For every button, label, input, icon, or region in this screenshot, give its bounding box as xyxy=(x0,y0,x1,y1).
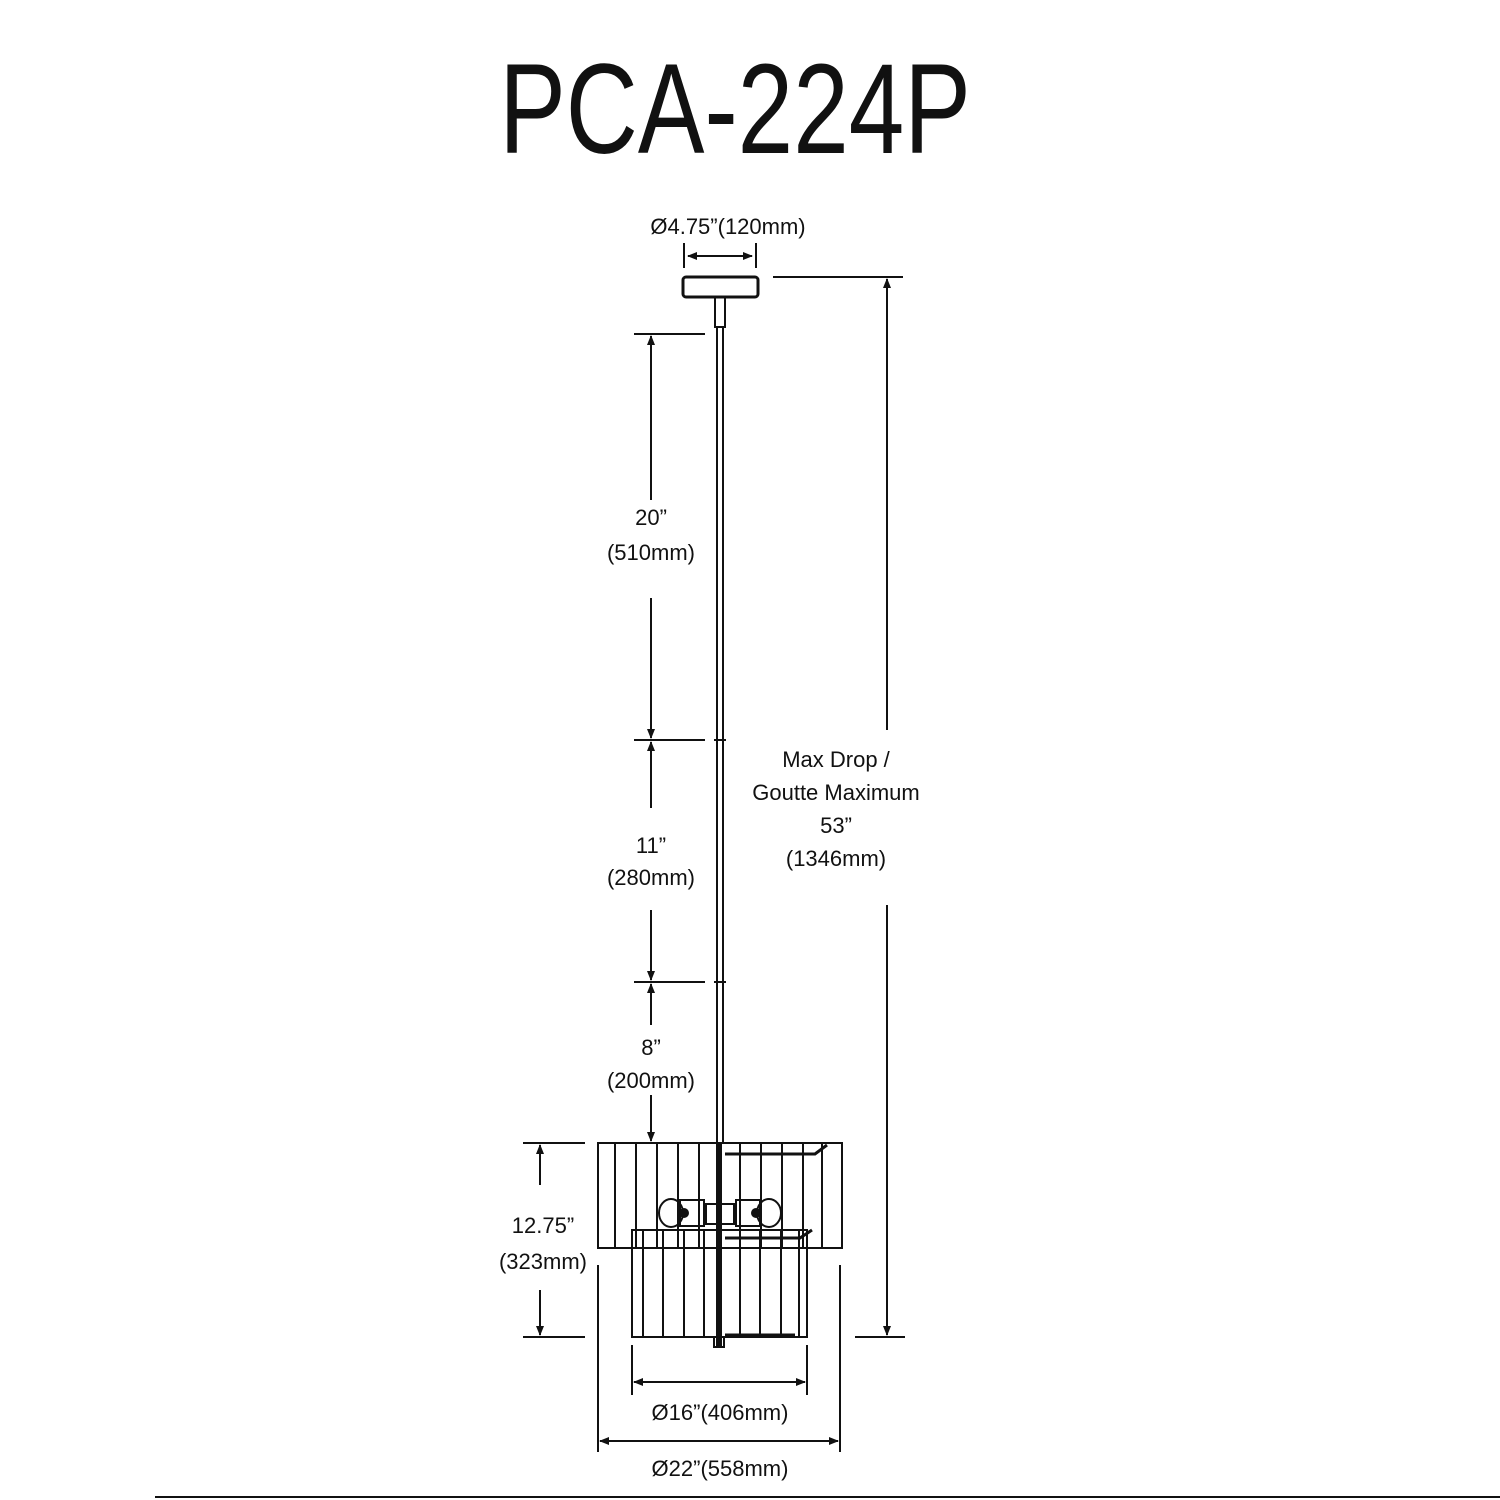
canopy-diameter-label: Ø4.75”(120mm) xyxy=(650,214,805,239)
rod1-mm: (510mm) xyxy=(607,540,695,565)
rod3-mm: (200mm) xyxy=(607,1068,695,1093)
max-drop-label-2: Goutte Maximum xyxy=(752,780,920,805)
shade xyxy=(597,1142,843,1348)
height-mm: (323mm) xyxy=(499,1249,587,1274)
height-inches: 12.75” xyxy=(512,1213,574,1238)
rod-dimensions xyxy=(634,333,705,1142)
stem xyxy=(714,327,726,1143)
max-drop-dimension xyxy=(773,276,905,1338)
model-title: PCA-224P xyxy=(499,38,971,181)
canopy xyxy=(681,275,760,328)
diameter-dimensions xyxy=(597,1265,841,1452)
max-drop-mm: (1346mm) xyxy=(786,846,886,871)
max-drop-inches: 53” xyxy=(820,813,852,838)
outer-diameter-label: Ø22”(558mm) xyxy=(652,1456,789,1481)
rod2-inches: 11” xyxy=(636,833,666,858)
rod3-inches: 8” xyxy=(641,1035,661,1060)
inner-diameter-label: Ø16”(406mm) xyxy=(652,1400,789,1425)
light-socket-right xyxy=(735,1198,782,1228)
rod1-inches: 20” xyxy=(635,505,667,530)
max-drop-label-1: Max Drop / xyxy=(782,747,890,772)
rod2-mm: (280mm) xyxy=(607,865,695,890)
light-socket-left xyxy=(658,1198,705,1228)
height-dimension xyxy=(523,1142,585,1338)
